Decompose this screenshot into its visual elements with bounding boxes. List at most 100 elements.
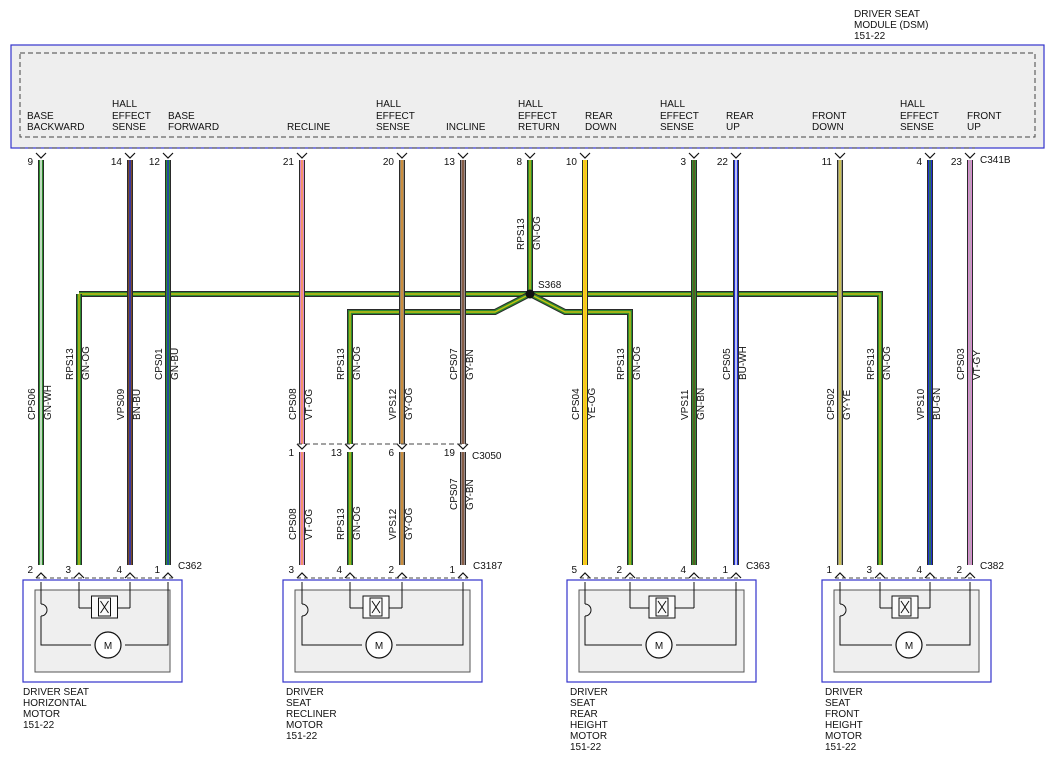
motor-symbol: M <box>104 641 112 652</box>
pin-number: 1 <box>288 448 294 459</box>
function-label: FRONT <box>812 111 846 122</box>
motor-lead <box>926 582 971 646</box>
pin-number: 4 <box>680 565 686 576</box>
wire-circuit-label: RPS13 <box>336 508 347 540</box>
wire-circuit-label: CPS03 <box>956 348 967 380</box>
thermal-switch-icon <box>839 603 847 617</box>
pin-number: 22 <box>717 157 729 168</box>
wire-circuit-label: CPS01 <box>154 348 165 380</box>
wire-stripe <box>349 293 531 444</box>
pin-marker <box>874 572 886 579</box>
function-label: HALL <box>900 99 925 110</box>
motor-caption-line: SEAT <box>825 698 850 709</box>
pin-marker <box>834 152 846 159</box>
pin-number: 13 <box>444 157 456 168</box>
function-label: HALL <box>518 99 543 110</box>
function-label: SENSE <box>112 122 146 133</box>
wire-color-label: BU-GN <box>932 388 943 420</box>
motor-lead <box>40 616 91 646</box>
motor-icon <box>895 631 923 659</box>
motor-lead <box>676 582 737 646</box>
function-label: UP <box>967 122 981 133</box>
pin-marker <box>162 152 174 159</box>
wire-circuit-label: VPS09 <box>116 388 127 420</box>
function-label: FORWARD <box>168 122 219 133</box>
pin-marker <box>396 572 408 579</box>
wire-color-label: GY-OG <box>404 507 415 540</box>
motor-caption-line: FRONT <box>825 709 859 720</box>
splice-node[interactable] <box>525 289 535 299</box>
wire-color-label: GN-OG <box>352 346 363 380</box>
wire-circuit-label: VPS11 <box>680 389 691 420</box>
pin-marker <box>924 152 936 159</box>
wire-color-label: VT-GY <box>972 350 983 380</box>
function-label: BASE <box>27 111 54 122</box>
pin-marker <box>162 572 174 579</box>
pin-number: 23 <box>951 157 963 168</box>
pin-marker <box>579 572 591 579</box>
wire-fill <box>529 292 632 565</box>
function-label: EFFECT <box>518 111 557 122</box>
pin-marker <box>579 152 591 159</box>
wire-circuit-label: RPS13 <box>336 348 347 380</box>
pin-marker <box>124 572 136 579</box>
function-label: RECLINE <box>287 122 331 133</box>
function-label: SENSE <box>376 122 410 133</box>
pin-number: 2 <box>27 565 33 576</box>
function-label: SENSE <box>660 122 694 133</box>
pin-number: 3 <box>866 565 872 576</box>
motor-lead <box>584 616 642 646</box>
motor-caption-line: 151-22 <box>570 742 602 753</box>
pin-number: 3 <box>65 565 71 576</box>
wire-circuit-label: CPS08 <box>288 388 299 420</box>
rps-branch[interactable] <box>347 291 532 444</box>
wire-circuit-label: CPS06 <box>27 388 38 420</box>
hall-sensor-element <box>898 597 912 617</box>
pin-marker <box>457 572 469 579</box>
pin-number: 4 <box>916 565 922 576</box>
function-label: FRONT <box>967 111 1001 122</box>
rps-branch[interactable] <box>528 291 633 565</box>
pin-number: 6 <box>388 448 394 459</box>
pin-number: 2 <box>388 565 394 576</box>
function-label: DOWN <box>585 122 617 133</box>
hall-sensor-cross <box>657 600 667 614</box>
wire-circuit-label: RPS13 <box>616 348 627 380</box>
pin-marker <box>296 572 308 579</box>
pin-marker <box>35 572 47 579</box>
motor-caption-line: DRIVER SEAT <box>23 687 89 698</box>
wire-color-label: GN-OG <box>532 216 543 250</box>
pin-marker <box>924 572 936 579</box>
motor-symbol: M <box>375 641 383 652</box>
motor-icon <box>645 631 673 659</box>
hall-sensor-element <box>369 597 383 617</box>
pin-marker <box>688 572 700 579</box>
function-label: RETURN <box>518 122 560 133</box>
pin-number: 8 <box>516 157 522 168</box>
wire-color-label: GN-BU <box>170 348 181 380</box>
hall-sensor-cross <box>371 600 381 614</box>
motor-symbol: M <box>905 641 913 652</box>
pin-marker <box>296 152 308 159</box>
module-box[interactable] <box>10 44 1045 149</box>
wire-circuit-label: VPS12 <box>388 388 399 420</box>
pin-number: 2 <box>616 565 622 576</box>
function-labels: BASE BACKWARD HALL EFFECT SENSE BASE FOR… <box>27 99 1001 133</box>
function-label: REAR <box>585 111 613 122</box>
pin-number: 3 <box>288 565 294 576</box>
pin-number: 14 <box>111 157 123 168</box>
wire-color-label: BN-BU <box>132 389 143 420</box>
wire-color-label: GY-BN <box>465 479 476 510</box>
pin-number: 9 <box>27 157 33 168</box>
motor-caption-line: MOTOR <box>570 731 607 742</box>
motor-caption-line: SEAT <box>570 698 595 709</box>
pin-marker <box>834 572 846 579</box>
wire-circuit-label: CPS07 <box>449 348 460 380</box>
motor-caption-line: HORIZONTAL <box>23 698 87 709</box>
function-label: BASE <box>168 111 195 122</box>
